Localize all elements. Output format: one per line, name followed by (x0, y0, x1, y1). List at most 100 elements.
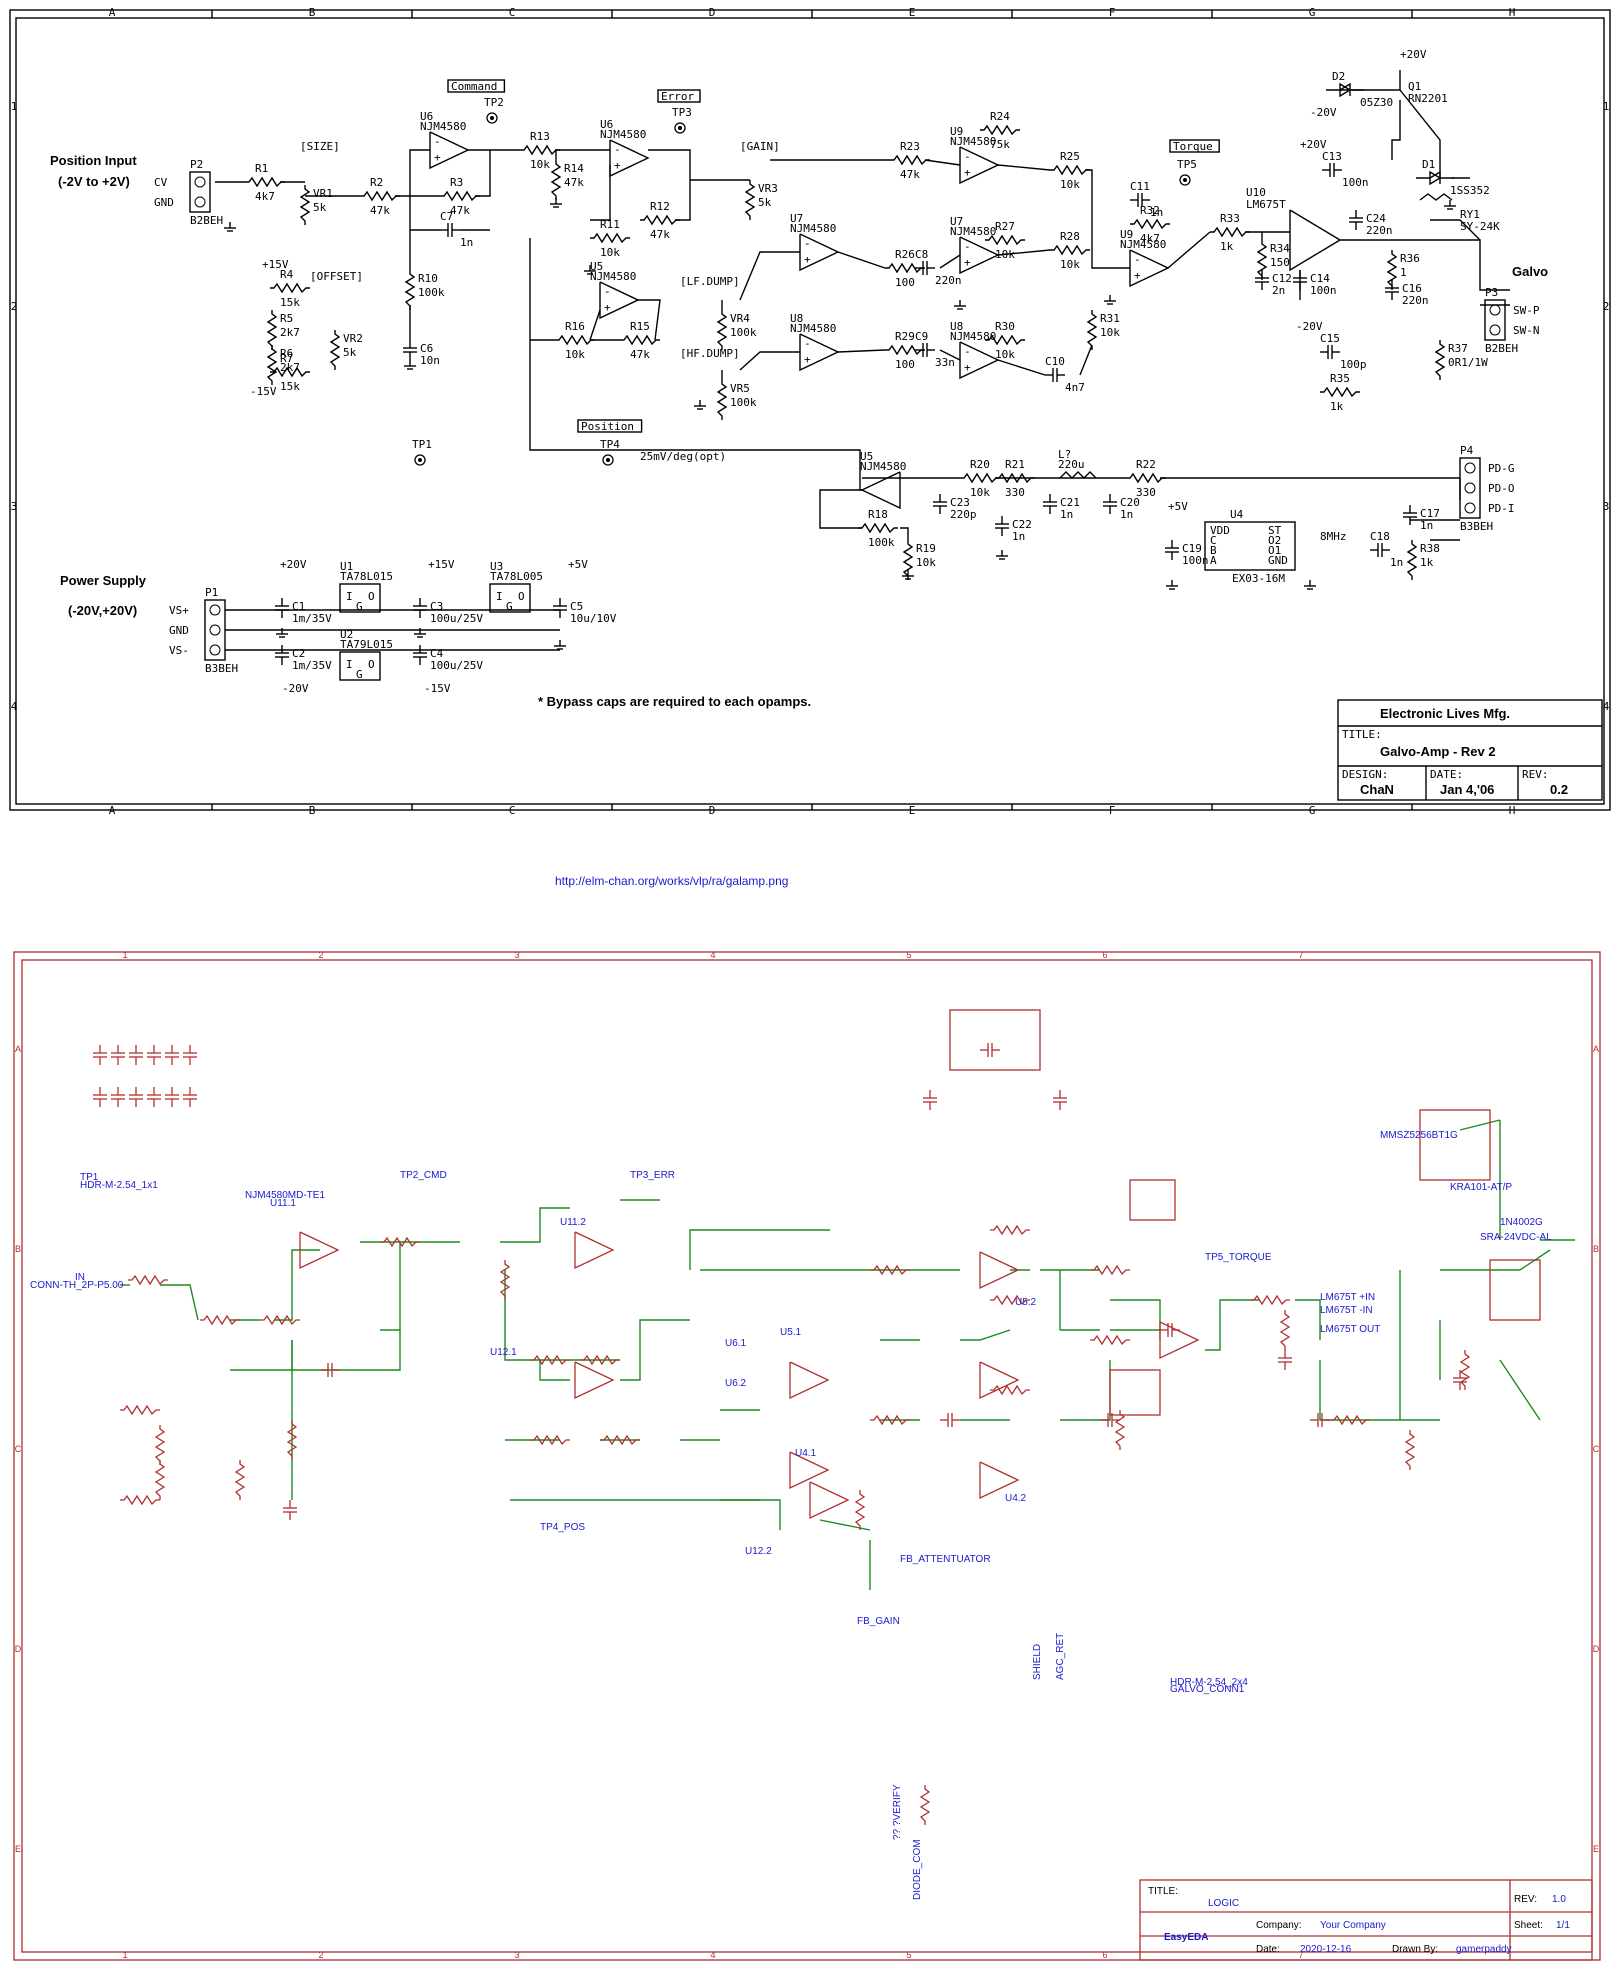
resistor-R12 (640, 214, 680, 226)
opamp-plus-sign: + (1134, 269, 1141, 282)
opamp-minus-sign: - (804, 337, 811, 350)
signal-wire (997, 359, 1046, 376)
net-label: TP2_CMD (400, 1170, 447, 1181)
resistor-VR2 (329, 330, 341, 370)
resistor-symbol (120, 1404, 160, 1416)
val-U10: LM675T (1246, 198, 1286, 211)
val-RY1: SY-24K (1460, 220, 1500, 233)
test-point-TP5 (1179, 174, 1191, 186)
opamp-U5b (860, 471, 901, 510)
resistor-R33 (1210, 226, 1250, 238)
grid-col-label: D (709, 6, 716, 19)
ref-R18: R18 (868, 508, 888, 521)
grid-col-label: 2 (318, 950, 323, 960)
grid-col-label: G (1309, 804, 1316, 817)
net-wire (1459, 1119, 1501, 1131)
bottom-date-label: Date: (1256, 1944, 1280, 1955)
ref-U1: U1 (340, 560, 353, 573)
net-wire (960, 1329, 1011, 1341)
test-point-TP3 (674, 122, 686, 134)
test-point-TP1 (418, 458, 422, 462)
val-U3: TA78L005 (490, 570, 543, 583)
grid-row-label: A (15, 1044, 21, 1054)
grid-col-label: C (509, 804, 516, 817)
ref-C24: C24 (1366, 212, 1386, 225)
val-VR3: 5k (758, 196, 772, 209)
oscillator-U4 (1204, 521, 1296, 571)
ref-R24: R24 (990, 110, 1010, 123)
size-label: [SIZE] (300, 140, 340, 153)
val-R3: 47k (450, 204, 470, 217)
test-point-TP4 (606, 458, 610, 462)
net-label: U4.1 (795, 1448, 817, 1459)
regulator-pin: G (506, 600, 513, 613)
resistor-R23 (890, 154, 930, 166)
val-R29: 100 (895, 358, 915, 371)
ref-R15: R15 (630, 320, 650, 333)
net-label: GALVO_CONN1 (1170, 1684, 1245, 1695)
grid-col-label: B (309, 6, 316, 19)
bottom-frame-outer (13, 951, 1601, 1961)
ref-U9: U9 (950, 125, 963, 138)
val-C16: 220n (1402, 294, 1429, 307)
source-url-link[interactable]: http://elm-chan.org/works/vlp/ra/galamp.… (555, 874, 789, 888)
resistor-symbol (919, 1785, 931, 1825)
opamp-minus-sign: - (964, 345, 971, 358)
ref-R25: R25 (1060, 150, 1080, 163)
ref-R27: R27 (995, 220, 1015, 233)
top-frame-inner (15, 17, 1605, 805)
resistor-VR3 (744, 180, 756, 220)
val-R24: 75k (990, 138, 1010, 151)
val-R4: 15k (280, 296, 300, 309)
opamp-plus-sign: + (604, 301, 611, 314)
ref-U10: U10 (1246, 186, 1266, 199)
resistor-R11 (590, 232, 630, 244)
resistor-R5 (266, 310, 278, 350)
val-R19: 10k (916, 556, 936, 569)
val-C24: 220n (1366, 224, 1393, 237)
val-C14: 100n (1310, 284, 1337, 297)
opamp-minus-sign: - (964, 150, 971, 163)
ref-C19: C19 (1182, 542, 1202, 555)
net-wire (360, 1241, 401, 1331)
opamp-plus-sign: + (804, 353, 811, 366)
grid-col-label: H (1509, 6, 1516, 19)
net-label: TP5_TORQUE (1205, 1252, 1272, 1263)
val-U5: NJM4580 (860, 460, 906, 473)
resistor-R31 (1086, 310, 1098, 350)
val-C9: 33n (935, 356, 955, 369)
lf-dump-label: [LF.DUMP] (680, 275, 740, 288)
grid-row-label: 4 (11, 700, 18, 713)
regulator-U1 (339, 583, 381, 613)
val-R13: 10k (530, 158, 550, 171)
net-wire (292, 1330, 401, 1371)
ref-RY1: RY1 (1460, 208, 1480, 221)
val-U6: NJM4580 (420, 120, 466, 133)
opamp-symbol (1159, 1321, 1200, 1360)
ref-C9: C9 (915, 330, 928, 343)
opamp-minus-sign: - (804, 237, 811, 250)
ref-Q1: Q1 (1408, 80, 1421, 93)
ref-U9: U9 (1120, 228, 1133, 241)
signal-wire (1340, 239, 1510, 291)
resistor-symbol (234, 1460, 246, 1500)
net-label: 1N4002G (1500, 1217, 1543, 1228)
opamp-minus-sign: - (604, 285, 611, 298)
val-D2: 05Z30 (1360, 96, 1393, 109)
pin-header-box (1129, 1179, 1176, 1221)
opamp-minus-sign: - (434, 135, 441, 148)
val-U1: TA78L015 (340, 570, 393, 583)
val-R20: 10k (970, 486, 990, 499)
signal-wire (409, 149, 430, 196)
position-range-text: (-2V to +2V) (58, 174, 130, 189)
ref-R4: R4 (280, 268, 294, 281)
signal-wire (589, 309, 601, 341)
net-wire (160, 1284, 199, 1321)
net-label: U11.1 (270, 1198, 296, 1209)
connector-P2 (189, 171, 211, 213)
net-wire (1060, 1360, 1111, 1421)
connector-pin (209, 644, 221, 656)
val-C5: 10u/10V (570, 612, 617, 625)
resistor-symbol (870, 1414, 910, 1426)
